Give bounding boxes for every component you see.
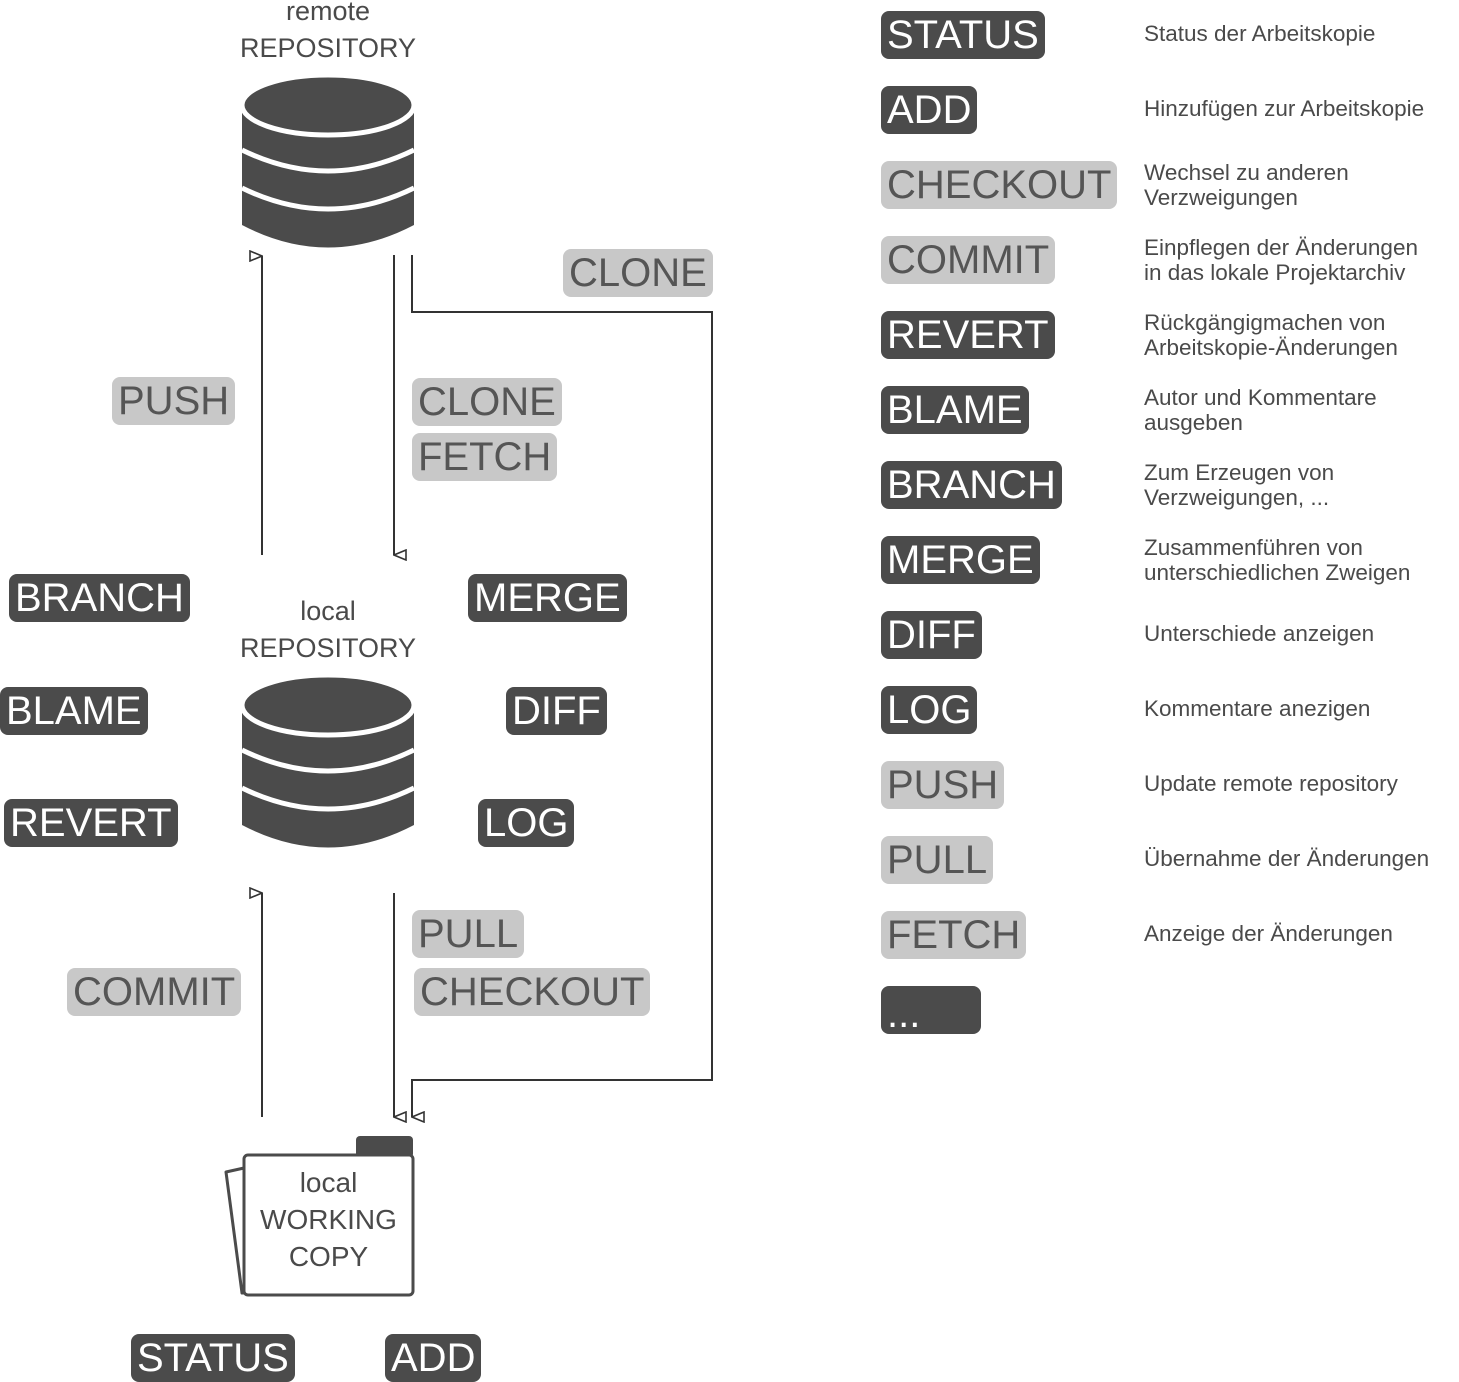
legend-cmd-more: ... [881, 986, 981, 1036]
clone-badge: CLONE [412, 378, 562, 426]
diff-badge: DIFF [506, 687, 607, 735]
local-repo-label-line1: local [300, 596, 356, 626]
legend-cmd-log: LOG [881, 686, 978, 734]
legend-cmd-fetch: FETCH [881, 911, 1027, 959]
commit-badge: COMMIT [67, 968, 242, 1016]
status-badge: STATUS [131, 1334, 295, 1382]
remote-label-line1: remote [285, 0, 371, 26]
legend-desc-status: Status der Arbeitskopie [1144, 21, 1376, 46]
legend-cmd-branch: BRANCH [881, 461, 1062, 509]
local-repository-label: local REPOSITORY [210, 593, 446, 667]
working-copy-line2: WORKING [260, 1204, 397, 1235]
legend-desc-fetch: Anzeige der Änderungen [1144, 921, 1393, 946]
pull-badge: PULL [412, 910, 525, 958]
legend-desc-log: Kommentare anezigen [1144, 696, 1371, 721]
working-copy-folder-icon [224, 1136, 415, 1297]
legend-cmd-diff: DIFF [881, 611, 982, 659]
working-copy-line3: COPY [288, 1241, 369, 1272]
legend-cmd-add: ADD [881, 86, 978, 134]
local-repo-label-line2: REPOSITORY [239, 633, 417, 663]
clone-top-badge: CLONE [563, 249, 713, 297]
blame-badge: BLAME [0, 687, 148, 735]
revert-badge: REVERT [4, 799, 178, 847]
checkout-badge: CHECKOUT [414, 968, 651, 1016]
remote-repository-label: remote REPOSITORY [210, 0, 446, 67]
local-repository-database-icon [239, 672, 417, 848]
merge-badge: MERGE [468, 574, 627, 622]
log-badge: LOG [478, 799, 575, 847]
branch-badge: BRANCH [9, 574, 190, 622]
clone-bypass-arrow [411, 255, 713, 1117]
remote-label-line2: REPOSITORY [239, 33, 417, 63]
legend-desc-pull: Übernahme der Änderungen [1144, 846, 1430, 871]
legend-cmd-pull: PULL [881, 836, 994, 884]
add-badge: ADD [385, 1334, 482, 1382]
legend-desc-diff: Unterschiede anzeigen [1144, 621, 1375, 646]
working-copy-label: local WORKING COPY [244, 1164, 413, 1275]
legend-desc-add: Hinzufügen zur Arbeitskopie [1144, 96, 1425, 121]
legend-cmd-checkout: CHECKOUT [881, 161, 1118, 209]
push-badge: PUSH [112, 377, 236, 425]
legend-cmd-merge: MERGE [881, 536, 1040, 584]
remote-repository-database-icon [239, 72, 417, 248]
legend-cmd-revert: REVERT [881, 311, 1055, 359]
fetch-badge: FETCH [412, 433, 558, 481]
legend-desc-push: Update remote repository [1144, 771, 1398, 796]
legend-cmd-commit: COMMIT [881, 236, 1056, 284]
legend-cmd-blame: BLAME [881, 386, 1029, 434]
working-copy-line1: local [299, 1167, 358, 1198]
legend-cmd-push: PUSH [881, 761, 1005, 809]
legend-cmd-status: STATUS [881, 11, 1045, 59]
